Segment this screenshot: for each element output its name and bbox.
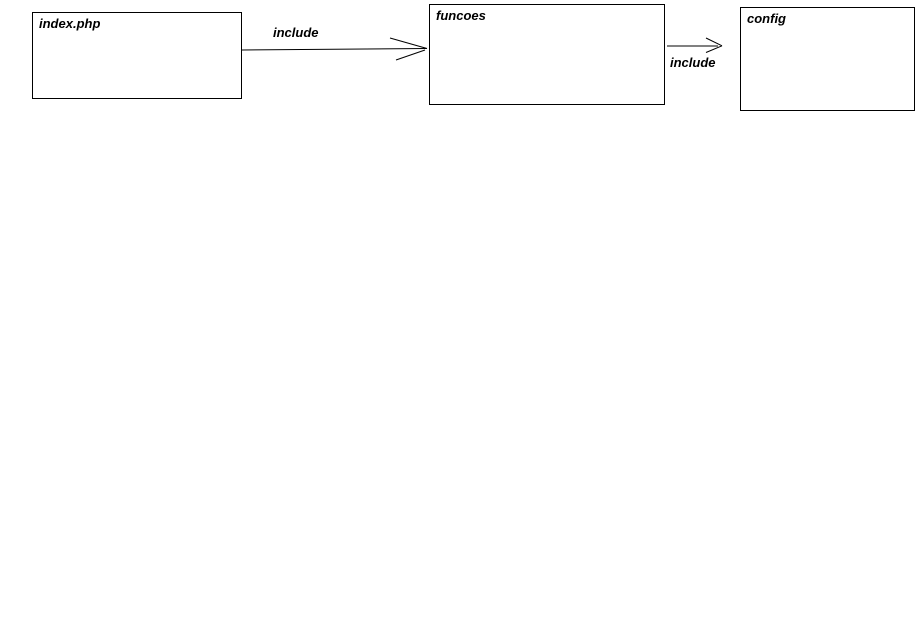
edge-include-1-label: include bbox=[273, 25, 319, 40]
node-config: config bbox=[740, 7, 915, 111]
arrow-funcoes-to-config bbox=[667, 37, 723, 53]
node-funcoes-label: funcoes bbox=[436, 8, 486, 23]
arrow-index-to-funcoes bbox=[241, 37, 428, 61]
node-index-php: index.php bbox=[32, 12, 242, 99]
edge-include-2-label: include bbox=[670, 55, 716, 70]
node-index-php-label: index.php bbox=[39, 16, 101, 31]
node-funcoes: funcoes bbox=[429, 4, 665, 105]
node-config-label: config bbox=[747, 11, 786, 26]
